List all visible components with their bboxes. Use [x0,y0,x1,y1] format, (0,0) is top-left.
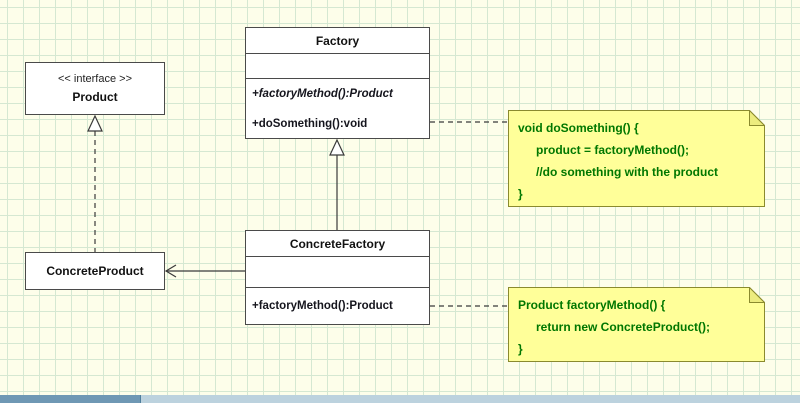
class-concrete-factory[interactable]: ConcreteFactory +factoryMethod():Product [245,230,430,325]
association-arrow[interactable] [164,264,245,278]
class-factory[interactable]: Factory +factoryMethod():Product +doSome… [245,27,430,139]
concrete-factory-methods-compartment: +factoryMethod():Product [246,287,429,324]
note-line: Product factoryMethod() { [518,298,666,312]
product-stereotype: << interface >> [58,73,132,85]
factory-class-name: Factory [315,33,360,48]
note-dosomething-text: void doSomething() { product = factoryMe… [508,110,765,205]
note-factorymethod[interactable]: Product factoryMethod() { return new Con… [508,287,765,362]
factory-method-dosomething: +doSomething():void [252,118,368,130]
note-fold-corner [749,110,765,126]
class-concrete-product[interactable]: ConcreteProduct [25,252,165,290]
note-fold-corner [749,287,765,303]
note-line: } [518,187,523,201]
note-line: //do something with the product [536,165,718,179]
concrete-factory-method-factorymethod: +factoryMethod():Product [252,300,393,312]
class-product[interactable]: << interface >> Product [25,62,165,115]
note-line: void doSomething() { [518,121,639,135]
concrete-product-class-name: ConcreteProduct [46,264,144,278]
note-shape [508,110,765,207]
note-line: } [518,342,523,356]
factory-methods-compartment: +factoryMethod():Product +doSomething():… [246,78,429,139]
generalization-arrow[interactable] [329,138,345,230]
note-factorymethod-text: Product factoryMethod() { return new Con… [508,287,765,360]
factory-attributes-compartment [246,53,429,78]
realization-arrow[interactable] [87,114,103,252]
concrete-factory-attributes-compartment [246,256,429,287]
horizontal-scrollbar[interactable] [0,395,800,403]
note-shape [508,287,765,362]
horizontal-scrollbar-thumb[interactable] [0,395,141,403]
note-line: product = factoryMethod(); [536,143,689,157]
note-dosomething[interactable]: void doSomething() { product = factoryMe… [508,110,765,207]
concrete-factory-class-name: ConcreteFactory [289,236,386,251]
product-class-name: Product [72,90,118,104]
note-line: return new ConcreteProduct(); [536,320,711,334]
factory-method-factorymethod: +factoryMethod():Product [252,88,393,100]
